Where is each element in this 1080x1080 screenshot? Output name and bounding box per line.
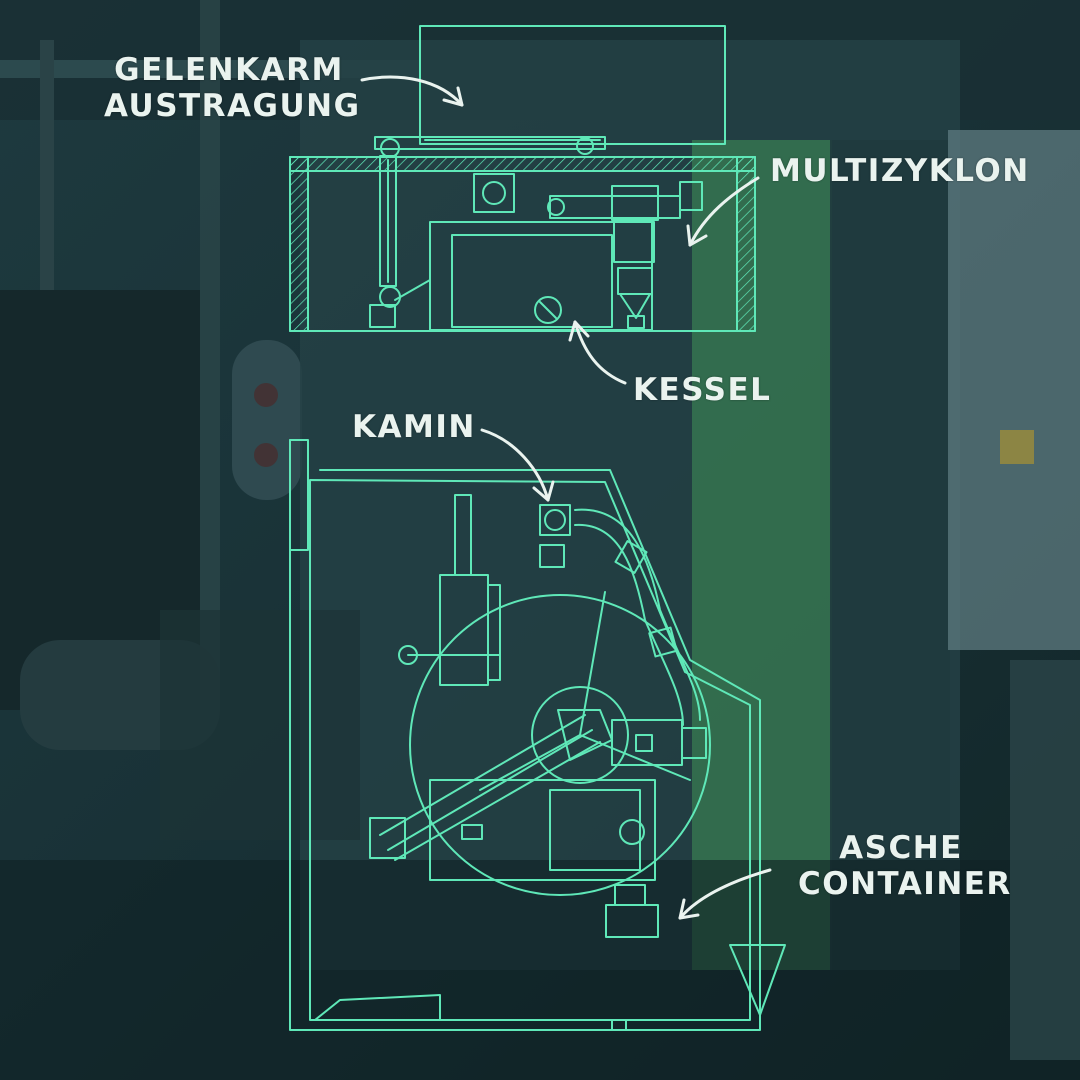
label-multizyklon: MULTIZYKLON [770, 153, 1030, 189]
gelenkarm-arm [369, 136, 606, 328]
arrow-kamin [480, 428, 550, 502]
label-asche-line2: CONTAINER [798, 866, 1012, 902]
side-view-assembly [289, 439, 786, 1031]
arrow-kessel [573, 320, 627, 385]
label-gelenkarm-line2: AUSTRAGUNG [104, 88, 361, 124]
label-asche-line1: ASCHE [839, 830, 963, 866]
label-kamin: KAMIN [352, 409, 476, 445]
label-gelenkarm-austragung: GELENKARM AUSTRAGUNG [104, 52, 361, 124]
multizyklon-unit [473, 173, 703, 329]
arrow-gelenkarm [360, 75, 464, 107]
ash-container-box [429, 779, 659, 938]
arrow-asche [678, 868, 772, 920]
label-gelenkarm-line1: GELENKARM [114, 52, 344, 88]
drum-circle [409, 594, 711, 896]
arrow-multizyklon [688, 176, 760, 247]
feed-tower [398, 494, 501, 686]
annotation-arrows [360, 75, 772, 920]
top-view-assembly [289, 25, 756, 332]
kamin-pipe [539, 504, 701, 726]
label-asche-container: ASCHE CONTAINER [798, 830, 1012, 902]
label-kessel: KESSEL [633, 372, 772, 408]
